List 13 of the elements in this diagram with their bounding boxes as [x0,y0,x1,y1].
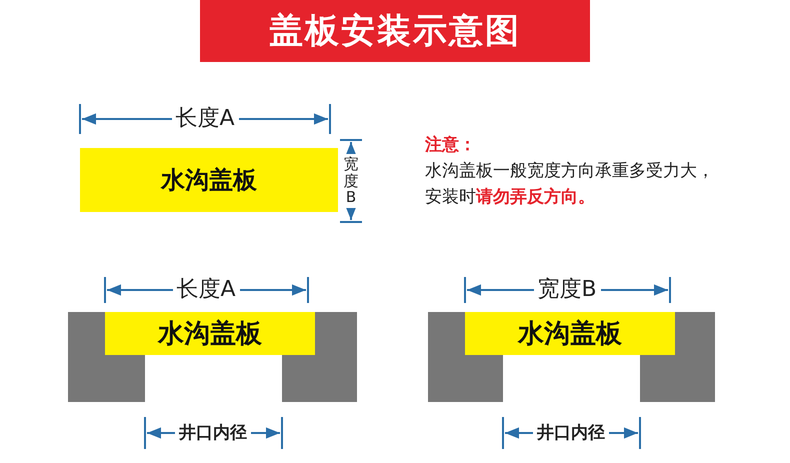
dimension-label: 井口内径 [533,424,609,442]
plate-label: 水沟盖板 [518,318,622,351]
dimension-label: 井口内径 [175,424,251,442]
dimension-label: 宽度B [534,279,601,301]
cover-plate [80,148,338,212]
dimension-label: 长度A [172,108,239,130]
dimension-label: 宽度B [342,154,360,208]
plate-label: 水沟盖板 [158,318,262,351]
dimension-label: 长度A [172,279,240,301]
cover-plate [465,312,675,355]
cover-plate [105,312,315,355]
title-banner: 盖板安装示意图 [200,0,590,62]
plate-label: 水沟盖板 [161,165,257,196]
